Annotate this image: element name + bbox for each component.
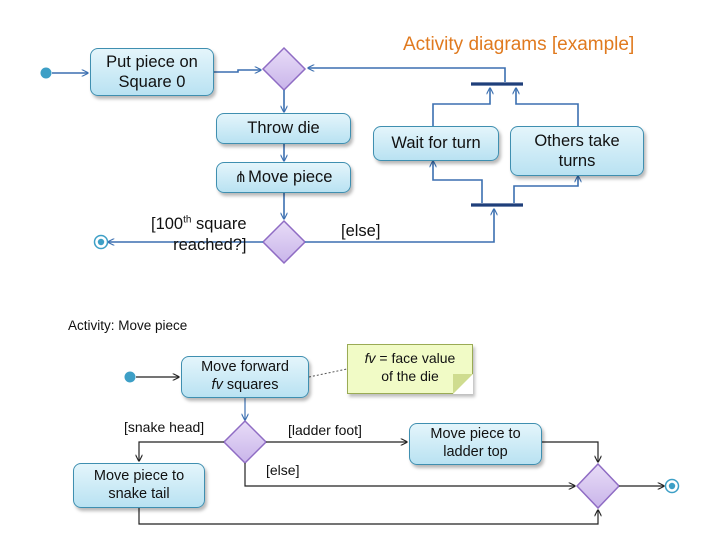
flow-decision-to-snake bbox=[139, 441, 224, 461]
flow-others-to-join bbox=[516, 88, 579, 126]
flow-put-piece-to-merge bbox=[214, 70, 261, 72]
guard-else-sub: [else] bbox=[266, 462, 300, 478]
throw-die-label: Throw die bbox=[247, 119, 320, 138]
guard-snake-head: [snake head] bbox=[124, 419, 205, 435]
flow-decision-else-to-merge bbox=[244, 463, 575, 486]
end-check-decision-diamond bbox=[261, 219, 307, 265]
wait-for-turn-label: Wait for turn bbox=[391, 134, 481, 153]
guard-exit-line1: [100th square bbox=[151, 214, 247, 234]
move-forward-line2: fv squares bbox=[211, 377, 279, 393]
guard-ladder-foot: [ladder foot] bbox=[288, 422, 362, 438]
flow-ladder-to-merge bbox=[542, 441, 598, 462]
flow-join-to-merge bbox=[308, 68, 506, 82]
put-piece-line1: Put piece on bbox=[106, 52, 198, 71]
note-line2: of the die bbox=[381, 367, 439, 384]
merge-decision-diamond bbox=[261, 46, 307, 92]
action-put-piece-on-square-0: Put piece on Square 0 bbox=[90, 48, 214, 96]
note-face-value: fv = face value of the die bbox=[347, 344, 473, 394]
flow-fork-to-others bbox=[513, 176, 578, 203]
flow-wait-to-join bbox=[432, 88, 490, 126]
sub-merge-diamond bbox=[575, 462, 621, 510]
diagram-title: Activity diagrams [example] bbox=[403, 34, 635, 55]
action-move-forward: Move forward fv squares bbox=[181, 356, 309, 398]
ladder-line1: Move piece to bbox=[430, 426, 521, 443]
ladder-line2: ladder top bbox=[443, 444, 508, 460]
action-others-take-turns: Others take turns bbox=[510, 126, 644, 176]
note-line1: fv = face value bbox=[364, 350, 456, 366]
initial-node bbox=[40, 67, 52, 79]
snake-line2: snake tail bbox=[108, 485, 170, 502]
move-piece-label: Move piece bbox=[248, 168, 333, 187]
put-piece-line2: Square 0 bbox=[118, 73, 186, 91]
rake-icon: ⋔ bbox=[234, 168, 248, 187]
sub-activity-caption: Activity: Move piece bbox=[68, 318, 188, 333]
guard-100th-square: [100th square reached?] bbox=[151, 214, 247, 256]
action-move-to-ladder-top: Move piece to ladder top bbox=[409, 423, 542, 465]
move-forward-line1: Move forward bbox=[201, 359, 289, 376]
note-anchor-line bbox=[308, 368, 348, 378]
flow-else-to-fork bbox=[305, 209, 494, 243]
guard-else-main: [else] bbox=[341, 222, 381, 240]
action-move-to-snake-tail: Move piece to snake tail bbox=[73, 463, 205, 508]
others-line1: Others take bbox=[534, 131, 620, 150]
action-throw-die: Throw die bbox=[216, 113, 351, 144]
sub-decision-diamond bbox=[222, 419, 268, 465]
note-folded-corner bbox=[453, 374, 473, 394]
initial-node-sub bbox=[124, 371, 136, 383]
action-move-piece: ⋔Move piece bbox=[216, 162, 351, 193]
flow-snake-to-merge bbox=[138, 508, 598, 525]
snake-line1: Move piece to bbox=[93, 467, 185, 484]
action-wait-for-turn: Wait for turn bbox=[373, 126, 499, 161]
flow-fork-to-wait bbox=[433, 161, 483, 203]
final-node-sub-inner bbox=[668, 482, 676, 490]
others-line2: turns bbox=[558, 152, 596, 170]
final-node-main-inner bbox=[97, 238, 105, 246]
guard-exit-line2: reached?] bbox=[173, 236, 247, 255]
